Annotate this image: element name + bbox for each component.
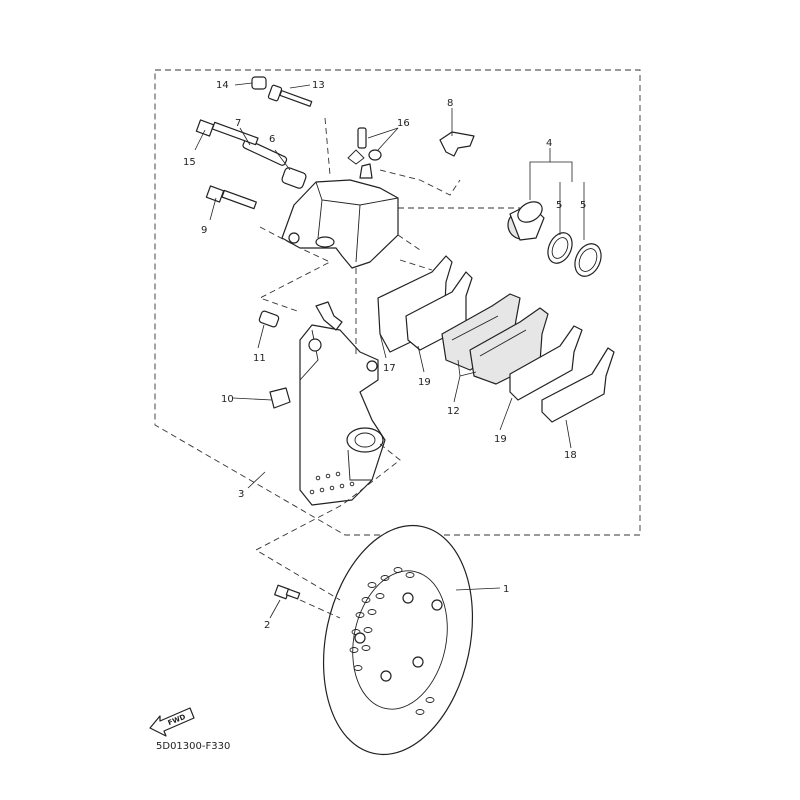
callout-2: 2 [264, 620, 270, 631]
callout-labels: 1 2 3 4 5 5 6 7 8 9 10 11 12 13 14 15 16… [183, 80, 586, 631]
callout-19b: 19 [494, 434, 507, 445]
callout-13: 13 [312, 80, 325, 91]
callout-7: 7 [235, 118, 241, 129]
brake-disc [322, 524, 474, 756]
callout-12: 12 [447, 406, 460, 417]
dust-seal [574, 243, 602, 277]
callout-17: 17 [383, 363, 396, 374]
callout-9: 9 [201, 225, 207, 236]
caliper-bracket [269, 324, 386, 506]
callout-8: 8 [447, 98, 453, 109]
callout-3: 3 [238, 489, 244, 500]
brake-pad-shim-18 [541, 347, 615, 423]
callout-4: 4 [546, 138, 552, 149]
caliper-bolt-9 [205, 185, 257, 210]
callout-10: 10 [221, 394, 234, 405]
assembly-boundary [154, 69, 641, 536]
pad-clip [315, 301, 343, 331]
forward-arrow-icon: FWD [149, 707, 195, 737]
callout-14: 14 [216, 80, 229, 91]
pad-pin-11 [258, 310, 280, 328]
callout-11: 11 [253, 353, 266, 364]
callout-6: 6 [269, 134, 275, 145]
piston-seal [547, 232, 573, 264]
callout-15: 15 [183, 157, 196, 168]
pin-bolt-13 [267, 84, 313, 107]
callout-5a: 5 [556, 200, 562, 211]
brake-pad-shim-19b [509, 325, 583, 401]
callout-19a: 19 [418, 377, 431, 388]
caliper-body [281, 163, 399, 269]
pad-support-spring [439, 131, 475, 157]
callout-18: 18 [564, 450, 577, 461]
caliper-sleeve [242, 139, 288, 166]
caliper-piston [507, 201, 545, 241]
bleed-screw [347, 127, 382, 165]
diagram-code: 5D01300-F330 [156, 741, 230, 752]
caliper-pin-boot [281, 167, 307, 189]
plug-14 [251, 76, 267, 90]
leader-lines [194, 82, 585, 619]
disc-bolt [274, 584, 301, 600]
callout-5b: 5 [580, 200, 586, 211]
caliper-bolt-15 [195, 119, 259, 146]
callout-16: 16 [397, 118, 410, 129]
callout-1: 1 [503, 584, 509, 595]
